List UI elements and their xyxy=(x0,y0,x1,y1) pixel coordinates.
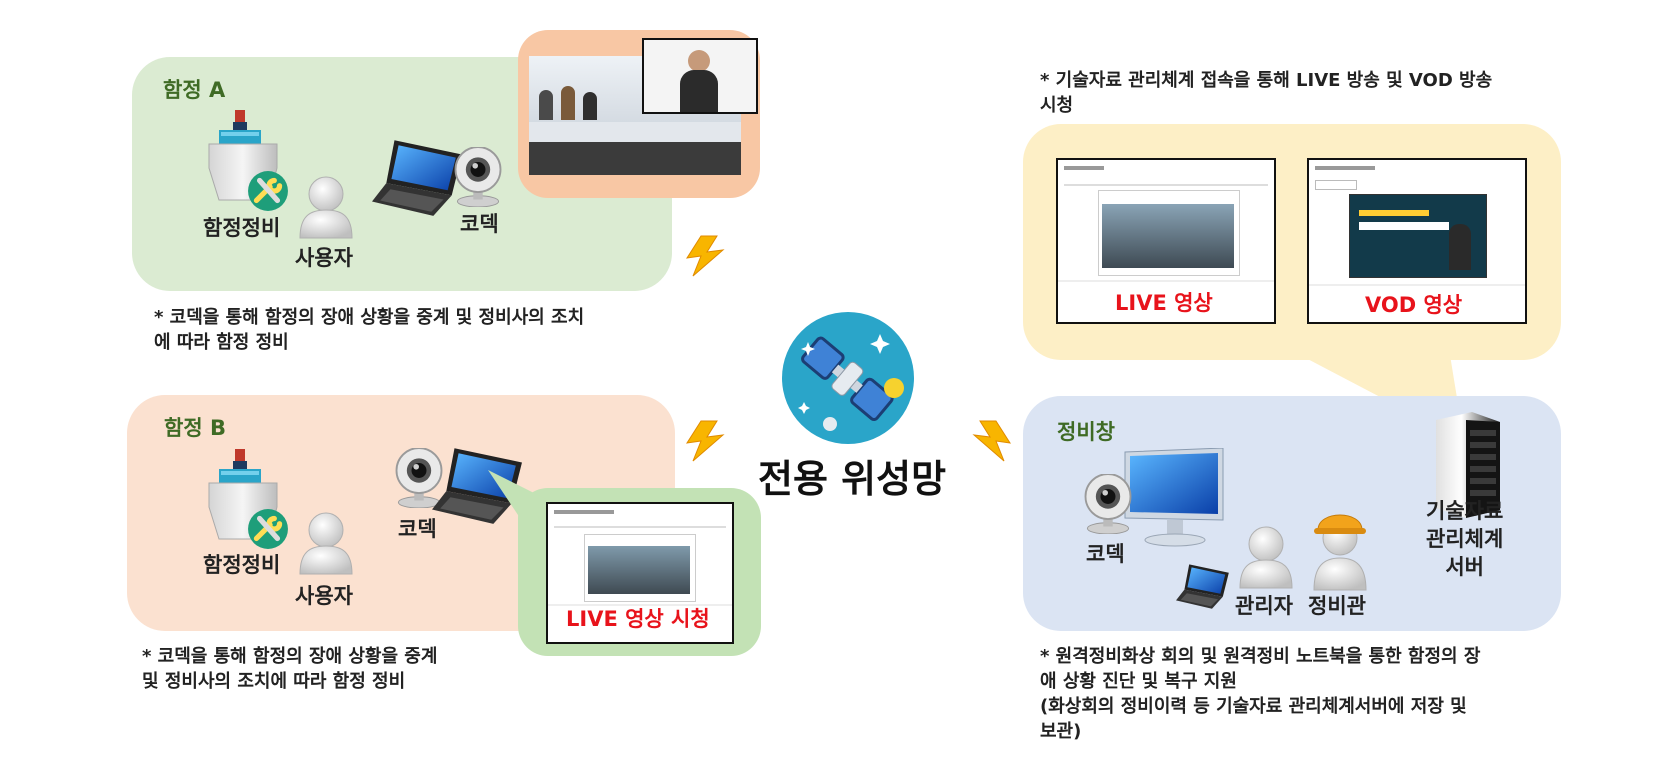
depot-title: 정비창 xyxy=(1057,420,1115,444)
lightning-icon xyxy=(683,235,727,277)
lightning-icon xyxy=(683,420,727,462)
ship-a-maintenance-label: 함정정비 xyxy=(203,216,281,240)
hardhat-user-icon xyxy=(1312,502,1368,592)
webcam-icon xyxy=(452,147,504,207)
ship-b-live-screen xyxy=(546,502,734,644)
lightning-icon xyxy=(970,420,1014,462)
laptop-icon xyxy=(372,136,464,218)
wrench-icon xyxy=(247,508,289,550)
ship-b-maintenance-label: 함정정비 xyxy=(203,553,281,577)
ship-b-user-label: 사용자 xyxy=(295,584,353,608)
ship-b-note: * 코덱을 통해 함정의 장애 상황을 중계 및 정비사의 조치에 따라 함정 … xyxy=(142,646,438,692)
user-icon xyxy=(298,174,354,240)
live-video-caption: LIVE 영상 xyxy=(1115,291,1213,315)
depot-mechanic-label: 정비관 xyxy=(1308,594,1366,618)
ship-b-title: 함정 B xyxy=(164,416,226,440)
depot-admin-label: 관리자 xyxy=(1235,594,1293,618)
wrench-icon xyxy=(247,170,289,212)
server-label: 기술자료 관리체계 서버 xyxy=(1426,499,1504,579)
center-title: 전용 위성망 xyxy=(758,457,947,501)
monitor-icon xyxy=(1118,448,1230,548)
laptop-icon xyxy=(1176,562,1230,610)
webcam-icon xyxy=(1082,474,1134,534)
ship-a-title: 함정 A xyxy=(163,78,226,102)
depot-note: * 원격정비화상 회의 및 원격정비 노트북을 통한 함정의 장 애 상황 진단… xyxy=(1040,646,1481,742)
video-inset-screen xyxy=(642,38,758,114)
ship-b-codec-label: 코덱 xyxy=(398,517,437,541)
ship-a-codec-label: 코덱 xyxy=(460,212,499,236)
depot-codec-label: 코덱 xyxy=(1086,542,1125,566)
callout-pointer xyxy=(488,470,548,530)
vod-note: * 기술자료 관리체계 접속을 통해 LIVE 방송 및 VOD 방송 시청 xyxy=(1040,70,1493,116)
vod-video-screen xyxy=(1307,158,1527,324)
user-icon xyxy=(298,510,354,576)
ship-a-note: * 코덱을 통해 함정의 장애 상황을 중계 및 정비사의 조치 에 따라 함정… xyxy=(154,307,585,353)
ship-a-user-label: 사용자 xyxy=(295,246,353,270)
user-icon xyxy=(1238,524,1294,590)
vod-video-caption: VOD 영상 xyxy=(1365,293,1463,317)
live-video-screen xyxy=(1056,158,1276,324)
ship-b-live-caption: LIVE 영상 시청 xyxy=(566,607,710,631)
satellite-icon xyxy=(782,312,914,444)
